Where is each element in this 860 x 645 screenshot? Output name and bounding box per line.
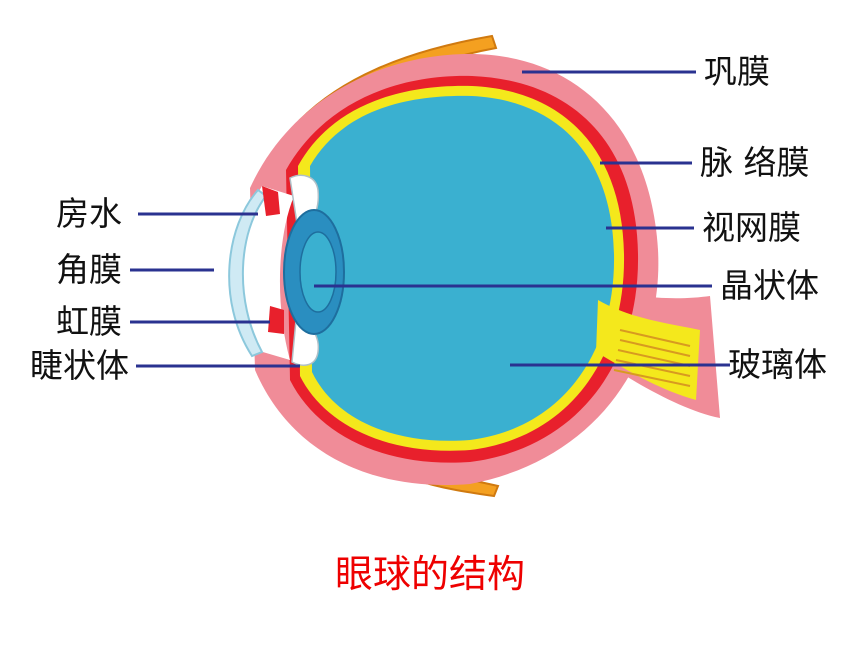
label-lens: 晶状体 [720,266,819,305]
optic-nerve [596,300,700,400]
label-iris: 虹膜 [56,302,122,341]
cornea-shape [228,188,268,358]
iris-lower [268,306,284,334]
label-choroid: 脉 络膜 [700,143,810,182]
vitreous-body [310,95,615,441]
label-aqueous-humor: 房水 [56,194,122,233]
optic-nerve-fibers [613,329,691,387]
label-vitreous: 玻璃体 [728,345,827,384]
label-sclera: 巩膜 [704,52,770,91]
lens-nucleus [299,231,337,313]
leader-lines [130,70,730,368]
diagram-caption: 眼球的结构 [334,552,525,596]
label-ciliary-body: 睫状体 [30,346,129,385]
label-cornea: 角膜 [56,250,122,289]
iris-upper [262,186,280,216]
label-retina: 视网膜 [702,208,801,247]
